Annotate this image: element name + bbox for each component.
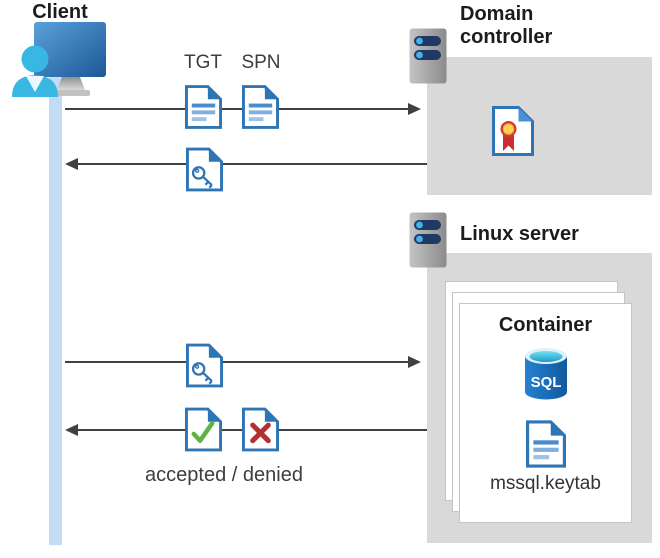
dc-server-icon bbox=[409, 28, 447, 84]
tgt-label: TGT bbox=[184, 52, 222, 73]
monitor-icon bbox=[34, 22, 106, 96]
arrow-right-tgt-request bbox=[65, 103, 421, 115]
certificate-icon bbox=[492, 106, 534, 156]
keytab-ticket-icon bbox=[186, 343, 223, 388]
user-icon bbox=[12, 45, 58, 97]
keytab-label: mssql.keytab bbox=[490, 473, 601, 494]
arrow-right-ticket-to-server bbox=[65, 356, 421, 368]
accepted-denied-label: accepted / denied bbox=[145, 464, 303, 486]
domain-controller-label: Domain controller bbox=[460, 3, 553, 48]
domain-controller-box bbox=[427, 57, 652, 195]
x-icon bbox=[250, 422, 271, 444]
denied-document-icon bbox=[242, 407, 279, 452]
sql-label: SQL bbox=[530, 374, 561, 391]
tgt-document-icon bbox=[185, 85, 222, 129]
ls-server-icon bbox=[409, 212, 447, 268]
client-label: Client bbox=[32, 1, 88, 23]
arrow-left-ticket-response bbox=[65, 158, 427, 170]
container-title: Container bbox=[498, 314, 593, 336]
kerberos-ticket-icon bbox=[186, 147, 223, 192]
linux-server-label: Linux server bbox=[460, 223, 579, 245]
keytab-file-icon bbox=[525, 420, 566, 468]
client-lifeline bbox=[49, 74, 62, 545]
spn-document-icon bbox=[242, 85, 279, 129]
container-card: Container SQL bbox=[459, 303, 632, 523]
client-icon bbox=[8, 22, 108, 97]
spn-label: SPN bbox=[241, 52, 281, 73]
sql-database-icon: SQL bbox=[524, 346, 568, 400]
check-icon bbox=[191, 420, 215, 443]
accepted-document-icon bbox=[185, 407, 222, 452]
